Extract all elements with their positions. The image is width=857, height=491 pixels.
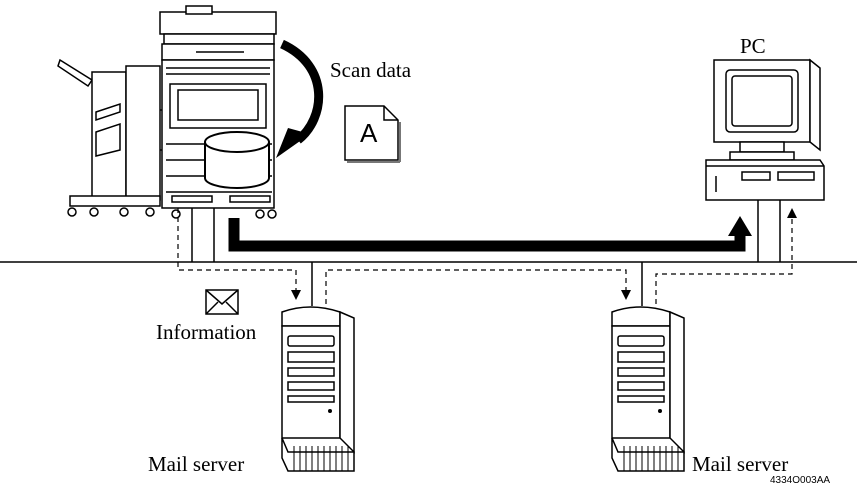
pc-label: PC	[740, 34, 766, 58]
tower-server-icon-right	[611, 306, 685, 472]
mail-server-label-left: Mail server	[148, 452, 245, 476]
document-icon	[344, 105, 401, 163]
pc-computer-icon	[705, 58, 825, 201]
mail-retrieve-arrow	[787, 208, 797, 218]
mail-relay-path	[325, 269, 627, 304]
information-path-left	[177, 208, 297, 290]
hard-disk-icon	[204, 131, 270, 189]
scan-arrow	[276, 39, 323, 158]
scan-data-flow-arrow	[228, 216, 752, 252]
envelope-icon	[205, 289, 239, 315]
server-connections	[311, 262, 643, 306]
mail-retrieve-path	[655, 218, 793, 304]
figure-code: 4334O003AA	[770, 475, 831, 486]
mail-relay-arrow	[621, 290, 631, 300]
copier-connection	[191, 208, 215, 262]
document-letter: A	[360, 118, 378, 148]
tower-server-icon-left	[281, 306, 355, 472]
copier-with-finisher-icon	[57, 5, 277, 219]
information-arrow-left	[291, 290, 301, 300]
mail-server-label-right: Mail server	[692, 452, 789, 476]
scan-data-label: Scan data	[330, 58, 412, 82]
pc-connection	[757, 200, 781, 262]
information-label: Information	[156, 320, 257, 344]
